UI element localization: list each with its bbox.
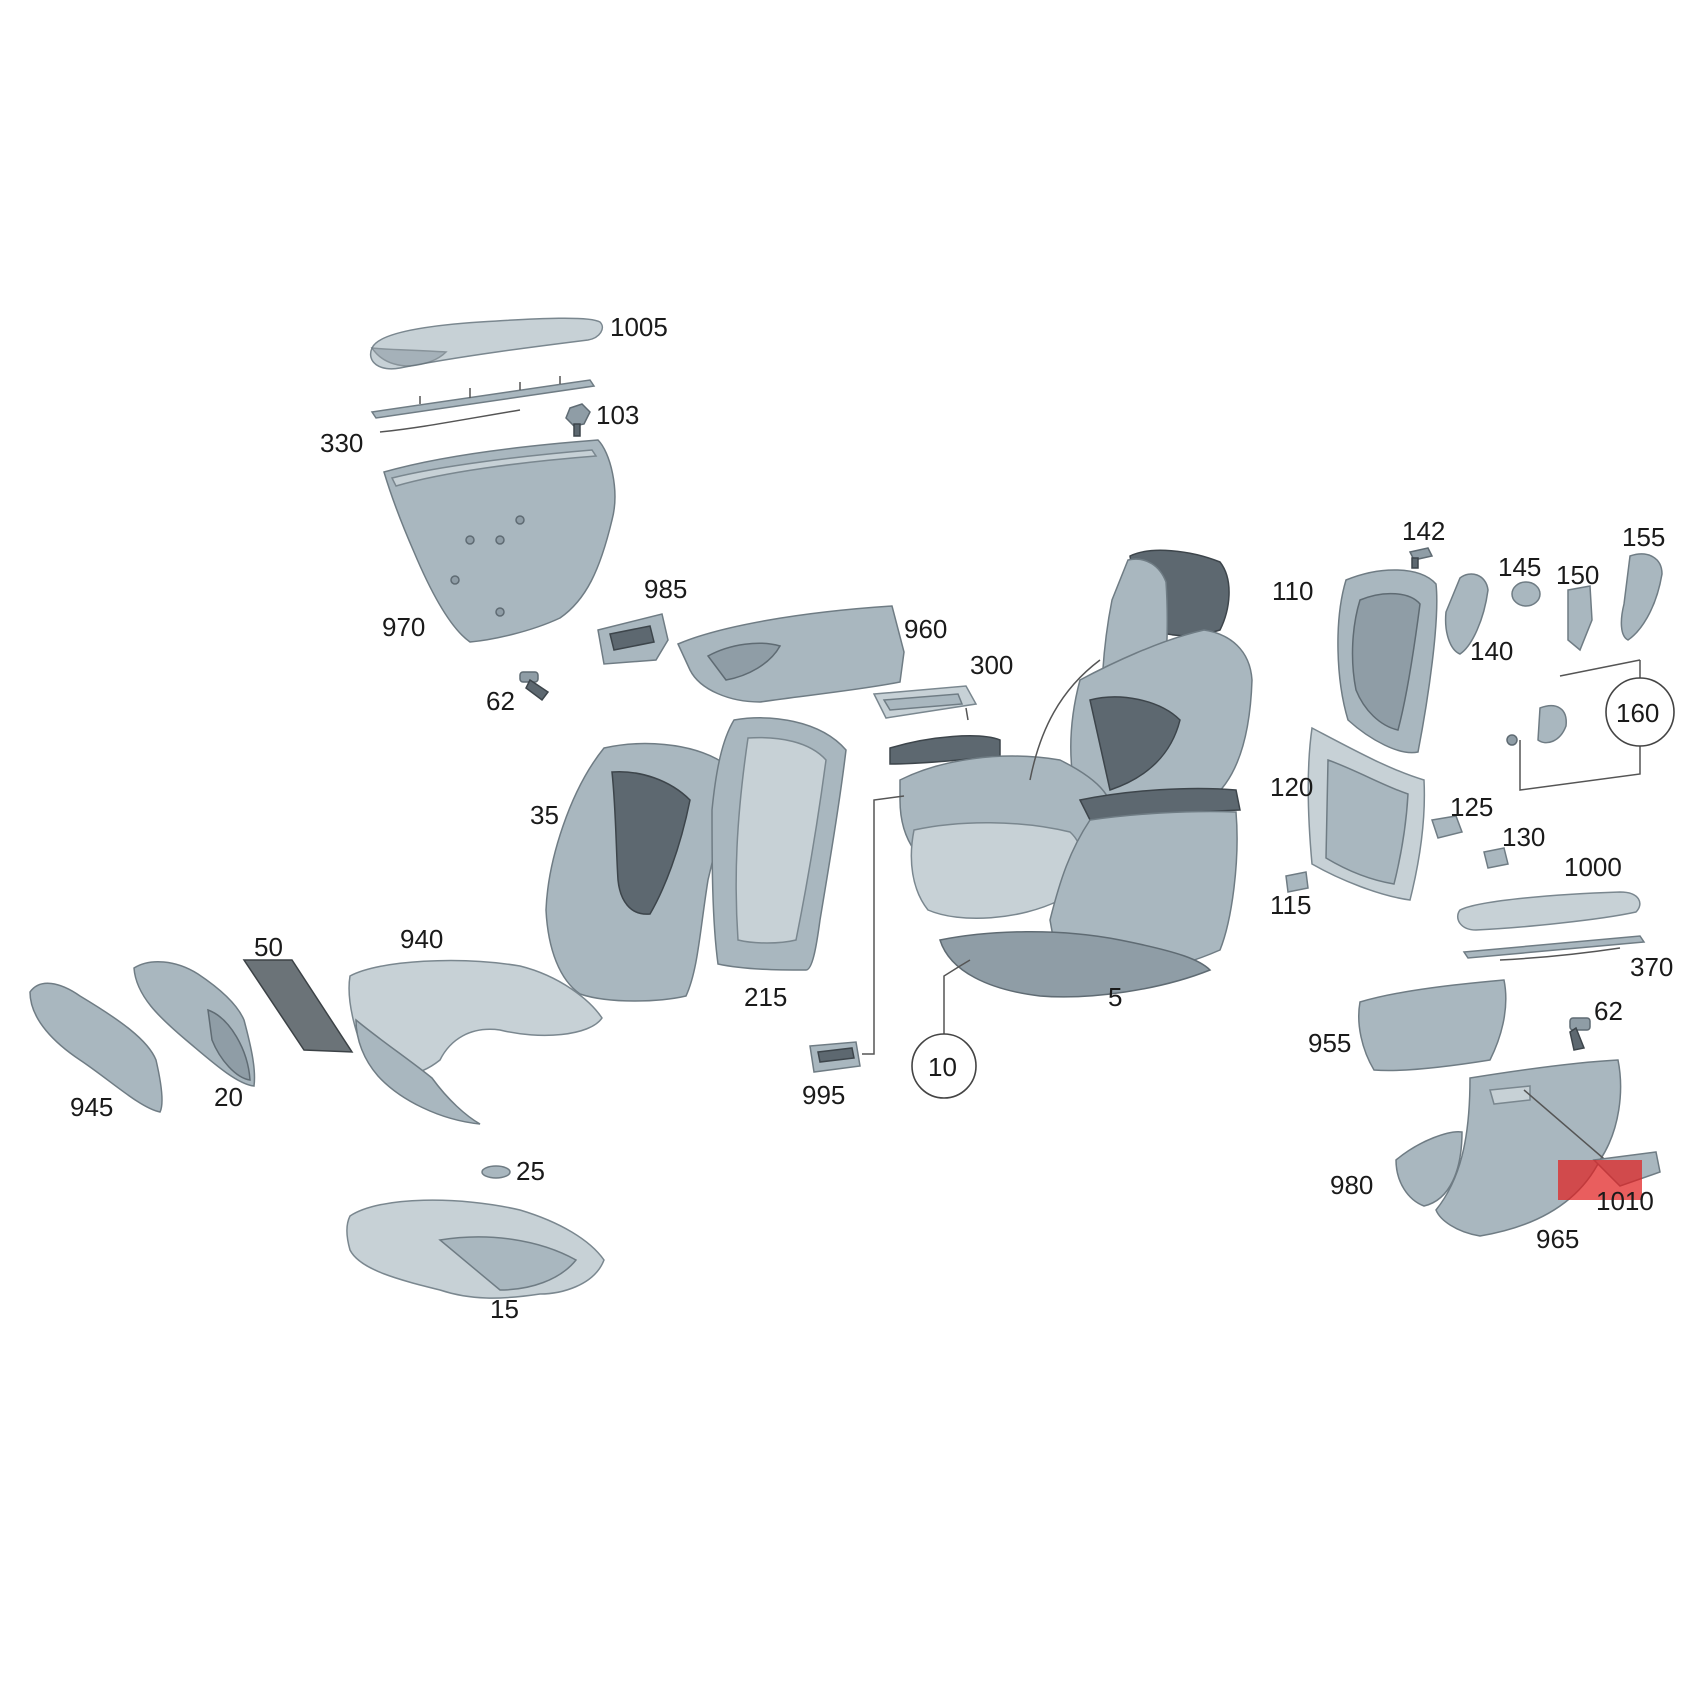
label-970: 970 (382, 612, 425, 642)
part-62-screw-top[interactable] (519, 671, 550, 702)
part-62-screw-right[interactable] (1569, 1017, 1591, 1051)
part-1005-trim-cap[interactable] (369, 317, 604, 370)
part-145-knob[interactable] (1511, 581, 1541, 607)
part-945-side-bolster[interactable] (29, 982, 163, 1113)
label-145: 145 (1498, 552, 1541, 582)
label-1000: 1000 (1564, 852, 1622, 882)
label-115: 115 (1270, 890, 1311, 920)
label-215: 215 (744, 982, 787, 1012)
label-142: 142 (1402, 516, 1445, 546)
highlight-1010 (1558, 1160, 1642, 1200)
label-15: 15 (490, 1294, 519, 1324)
label-965: 965 (1536, 1224, 1579, 1254)
part-300-armrest-frame[interactable] (872, 685, 978, 721)
callout-160-group[interactable] (1506, 659, 1675, 791)
part-103-clip[interactable] (565, 403, 591, 437)
part-370-trim-strip[interactable] (1462, 935, 1646, 961)
label-1010: 1010 (1596, 1186, 1654, 1216)
part-115-clip[interactable] (1285, 871, 1309, 893)
label-25: 25 (516, 1156, 545, 1186)
label-140: 140 (1470, 636, 1513, 666)
label-985: 985 (644, 574, 687, 604)
label-940: 940 (400, 924, 443, 954)
part-960-side-trim[interactable] (676, 605, 905, 703)
label-155: 155 (1622, 522, 1665, 552)
part-5-complete-seat[interactable] (889, 549, 1253, 998)
part-980-cover[interactable] (1395, 1131, 1463, 1207)
part-215-backrest-frame[interactable] (711, 717, 847, 971)
part-155-cover[interactable] (1620, 553, 1663, 641)
part-142-screw[interactable] (1408, 547, 1434, 569)
part-25-clip[interactable] (481, 1165, 511, 1179)
part-150-bracket[interactable] (1567, 585, 1593, 652)
part-20-side-bolster[interactable] (133, 961, 256, 1087)
part-955-panel[interactable] (1358, 979, 1507, 1072)
callout-10-circle[interactable] (911, 1033, 977, 1099)
label-150: 150 (1556, 560, 1599, 590)
label-945: 945 (70, 1092, 113, 1122)
label-995: 995 (802, 1080, 845, 1110)
label-330: 330 (320, 428, 363, 458)
label-5: 5 (1108, 982, 1122, 1012)
label-130: 130 (1502, 822, 1545, 852)
label-120: 120 (1270, 772, 1313, 802)
part-965-side-panel[interactable] (1435, 1059, 1622, 1237)
part-330-trim-strip[interactable] (370, 376, 596, 433)
label-370: 370 (1630, 952, 1673, 982)
label-300: 300 (970, 650, 1013, 680)
label-960: 960 (904, 614, 947, 644)
part-50-foam-mat[interactable] (242, 959, 354, 1053)
part-970-back-panel[interactable] (383, 439, 616, 643)
part-130-clip[interactable] (1483, 847, 1509, 869)
part-15-seat-cushion[interactable] (346, 1199, 605, 1299)
part-140-cover[interactable] (1444, 573, 1489, 655)
part-110-backrest-shell[interactable] (1337, 569, 1438, 754)
label-955: 955 (1308, 1028, 1351, 1058)
label-125: 125 (1450, 792, 1493, 822)
label-980: 980 (1330, 1170, 1373, 1200)
part-985-switch-module[interactable] (597, 613, 669, 665)
label-10: 10 (928, 1052, 957, 1082)
label-62-top: 62 (486, 686, 515, 716)
part-995-control-unit[interactable] (809, 1041, 861, 1073)
part-1000-trim-cap[interactable] (1456, 891, 1641, 931)
part-120-backrest-frame[interactable] (1307, 726, 1426, 901)
label-160: 160 (1616, 698, 1659, 728)
label-50: 50 (254, 932, 283, 962)
label-1005: 1005 (610, 312, 668, 342)
part-125-clip[interactable] (1431, 815, 1463, 839)
label-35: 35 (530, 800, 559, 830)
part-1010-switch[interactable] (1523, 1089, 1661, 1200)
label-62-right: 62 (1594, 996, 1623, 1026)
label-20: 20 (214, 1082, 243, 1112)
label-110: 110 (1272, 576, 1313, 606)
part-35-backrest-cover[interactable] (545, 742, 726, 1002)
part-940-cushion-cover[interactable] (348, 959, 603, 1125)
leader-10 (943, 959, 971, 1034)
leader-995 (862, 795, 905, 1055)
label-103: 103 (596, 400, 639, 430)
